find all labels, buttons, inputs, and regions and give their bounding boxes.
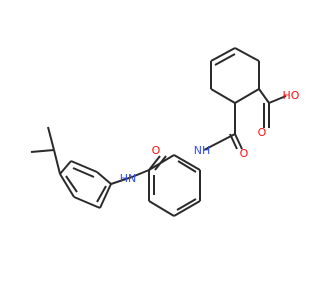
molecule-diagram: O O HO O HN NH (30, 47, 300, 217)
amide-nh-label: HN (120, 172, 137, 185)
amide-linker-bottom (131, 155, 167, 178)
atom-labels: O O HO O HN NH (120, 89, 300, 185)
amide-linker-top (203, 103, 243, 151)
isopropyl-group (30, 126, 61, 175)
carboxylic-acid-group (258, 88, 287, 128)
structure-canvas: O O HO O HN NH (30, 47, 300, 217)
isopropylphenyl-ring (59, 160, 133, 209)
cyclohexene-ring (210, 47, 260, 104)
anilide-nh-label: NH (194, 144, 211, 157)
hydroxyl-label: HO (283, 89, 300, 102)
acid-oxygen-label: O (240, 147, 249, 160)
ring-double-bond (214, 53, 236, 66)
central-benzene-ring (148, 154, 201, 217)
amide-oxygen-label: O (152, 144, 161, 157)
acid-oxygen-double-label: O (258, 126, 267, 139)
